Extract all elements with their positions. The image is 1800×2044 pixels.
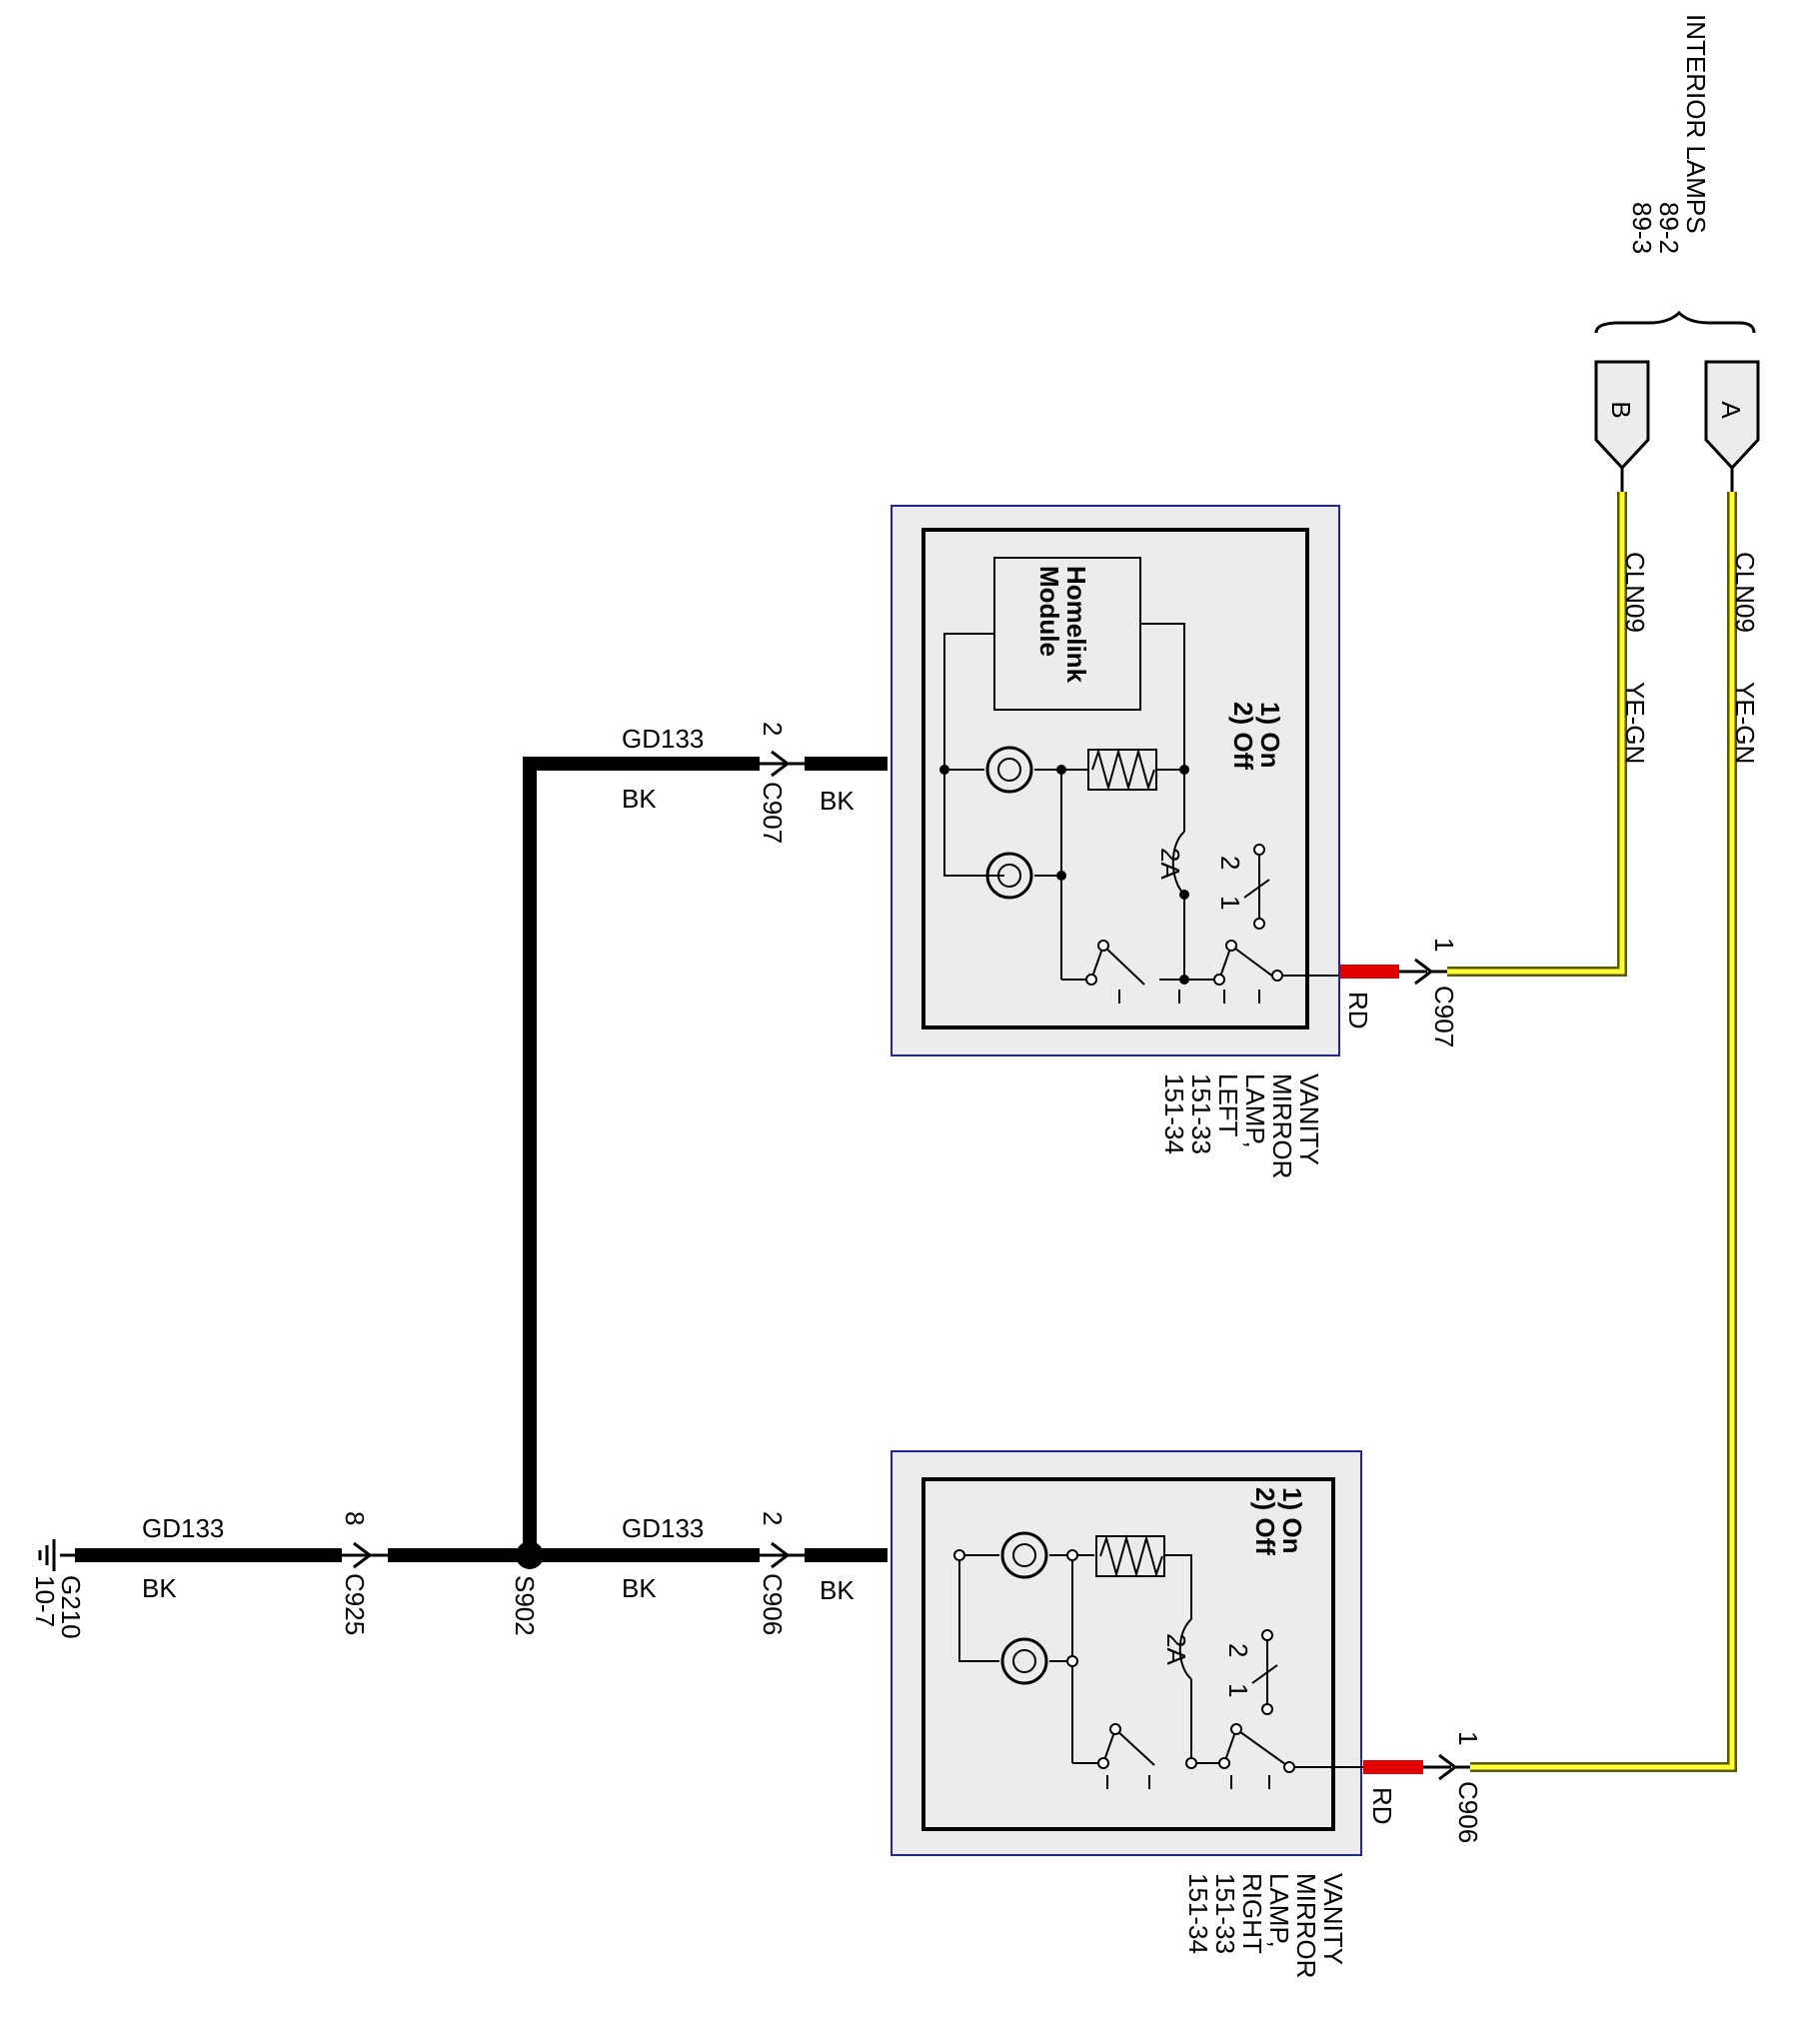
svg-text:MIRROR: MIRROR: [1267, 1073, 1297, 1178]
svg-text:151-34: 151-34: [1183, 1873, 1213, 1954]
left-power-color: RD: [1343, 992, 1373, 1029]
reference-block: INTERIOR LAMPS 89-2 89-3: [1627, 14, 1711, 254]
offpage-connector-a-label: A: [1716, 401, 1746, 419]
resistor-zigzag: [1099, 1534, 1163, 1578]
right-power-connector: C906: [1453, 1781, 1483, 1843]
bulb-icon: [1000, 1531, 1048, 1579]
bulb-icon: [1000, 1637, 1048, 1685]
splice-label: S902: [510, 1575, 540, 1636]
switch-pin-1: 1: [1223, 1683, 1253, 1697]
left-lamp-name: VANITY MIRROR LAMP, LEFT 151-33 151-34: [1159, 1073, 1324, 1178]
right-ground-circuit: GD133: [622, 1513, 704, 1543]
svg-text:151-33: 151-33: [1186, 1073, 1216, 1154]
wire-b-color: YE-GN: [1620, 682, 1650, 764]
fuse-icon: [1178, 1618, 1192, 1680]
connector-c925: [342, 1541, 388, 1569]
fuse-rating: 2A: [1161, 1633, 1191, 1665]
connector-c907-ground: [760, 750, 805, 778]
right-ground-pin: 2: [758, 1511, 788, 1525]
left-lamp-component: Homelink Module 1) On 2) Off 2A 2 1: [891, 505, 1340, 1056]
right-lamp-component: 1) On 2) Off 2A 2 1: [891, 1450, 1363, 1856]
switch-pin-2: 2: [1215, 856, 1245, 870]
bulb-icon: [985, 746, 1033, 794]
selector-switch-icon: [1251, 1629, 1278, 1715]
resistor-icon: [1095, 1535, 1165, 1577]
reference-brace: [1594, 310, 1756, 334]
junction-dots: [953, 1549, 1197, 1769]
svg-text:151-34: 151-34: [1159, 1073, 1189, 1154]
fuse-icon: [1171, 831, 1185, 896]
right-ground-color: BK: [622, 1573, 657, 1603]
homelink-module-label-1: Homelink: [1061, 566, 1091, 684]
left-ground-connector: C907: [758, 782, 788, 844]
reference-page-2: 89-3: [1627, 202, 1657, 254]
left-power-connector: C907: [1429, 986, 1459, 1047]
bulb-icon: [997, 864, 1021, 888]
ground-run-connector: C925: [340, 1573, 370, 1635]
switch-pin-2: 2: [1223, 1643, 1253, 1657]
offpage-connector-b-label: B: [1606, 401, 1636, 418]
left-ground-circuit: GD133: [622, 724, 704, 754]
circuit-lines-right: [958, 1554, 1363, 1768]
reference-page-1: 89-2: [1654, 202, 1684, 254]
wire-a-color: YE-GN: [1730, 682, 1760, 764]
left-ground-color-inside: BK: [820, 786, 855, 816]
connector-c907-power: [1399, 958, 1447, 986]
svg-text:LAMP,: LAMP,: [1264, 1873, 1294, 1948]
bulb-icon: [1012, 1543, 1036, 1567]
ground-harness: [75, 757, 888, 1562]
switch-position-on: 1) On: [1277, 1487, 1307, 1553]
offpage-connector-b: B: [1594, 360, 1650, 492]
selector-switch-icon: [1243, 844, 1270, 930]
resistor-zigzag: [1091, 748, 1155, 792]
left-ground-pin: 2: [758, 722, 788, 736]
ground-point-label: G210: [56, 1575, 86, 1639]
fuse-rating: 2A: [1155, 848, 1185, 880]
switch-icon: [1097, 1723, 1295, 1789]
right-power-pin: 1: [1453, 1731, 1483, 1745]
svg-text:VANITY: VANITY: [1318, 1873, 1348, 1965]
svg-text:LEFT: LEFT: [1213, 1073, 1243, 1137]
svg-text:RIGHT: RIGHT: [1237, 1873, 1267, 1954]
switch-position-on: 1) On: [1255, 702, 1285, 768]
bulb-icon: [1012, 1649, 1036, 1673]
switch-position-off: 2) Off: [1250, 1487, 1280, 1555]
right-ground-connector: C906: [758, 1573, 788, 1635]
bulb-icon: [997, 758, 1021, 782]
switch-pin-1: 1: [1215, 896, 1245, 910]
signal-wire-a: [1470, 492, 1737, 1772]
offpage-connector-a: A: [1704, 360, 1760, 492]
connector-c906-power: [1423, 1753, 1470, 1781]
signal-wire-b: [1447, 492, 1627, 977]
svg-text:VANITY: VANITY: [1294, 1073, 1324, 1165]
left-power-pin: 1: [1429, 938, 1459, 952]
ground-run-circuit: GD133: [142, 1513, 224, 1543]
reference-title: INTERIOR LAMPS: [1681, 14, 1711, 234]
left-ground-color: BK: [622, 784, 657, 814]
switch-icon: [1085, 940, 1283, 1004]
junction-dots: [939, 765, 1189, 985]
right-ground-color-inside: BK: [820, 1575, 855, 1605]
ground-icon: [38, 1539, 75, 1571]
wire-b-circuit: CLN09: [1620, 552, 1650, 633]
ground-point-page: 10-7: [30, 1575, 60, 1627]
ground-run-pin: 8: [340, 1511, 370, 1525]
wire-a-circuit: CLN09: [1730, 552, 1760, 633]
homelink-module-label-2: Module: [1034, 566, 1064, 657]
right-lamp-name: VANITY MIRROR LAMP, RIGHT 151-33 151-34: [1183, 1873, 1348, 1978]
connector-c906-ground: [760, 1541, 805, 1569]
svg-text:151-33: 151-33: [1210, 1873, 1240, 1954]
switch-position-off: 2) Off: [1228, 702, 1258, 770]
right-power-color: RD: [1367, 1787, 1397, 1825]
splice-dot: [516, 1541, 544, 1569]
svg-text:LAMP,: LAMP,: [1240, 1073, 1270, 1148]
bulb-icon: [985, 852, 1033, 900]
ground-run-color: BK: [142, 1573, 177, 1603]
svg-text:MIRROR: MIRROR: [1291, 1873, 1321, 1978]
